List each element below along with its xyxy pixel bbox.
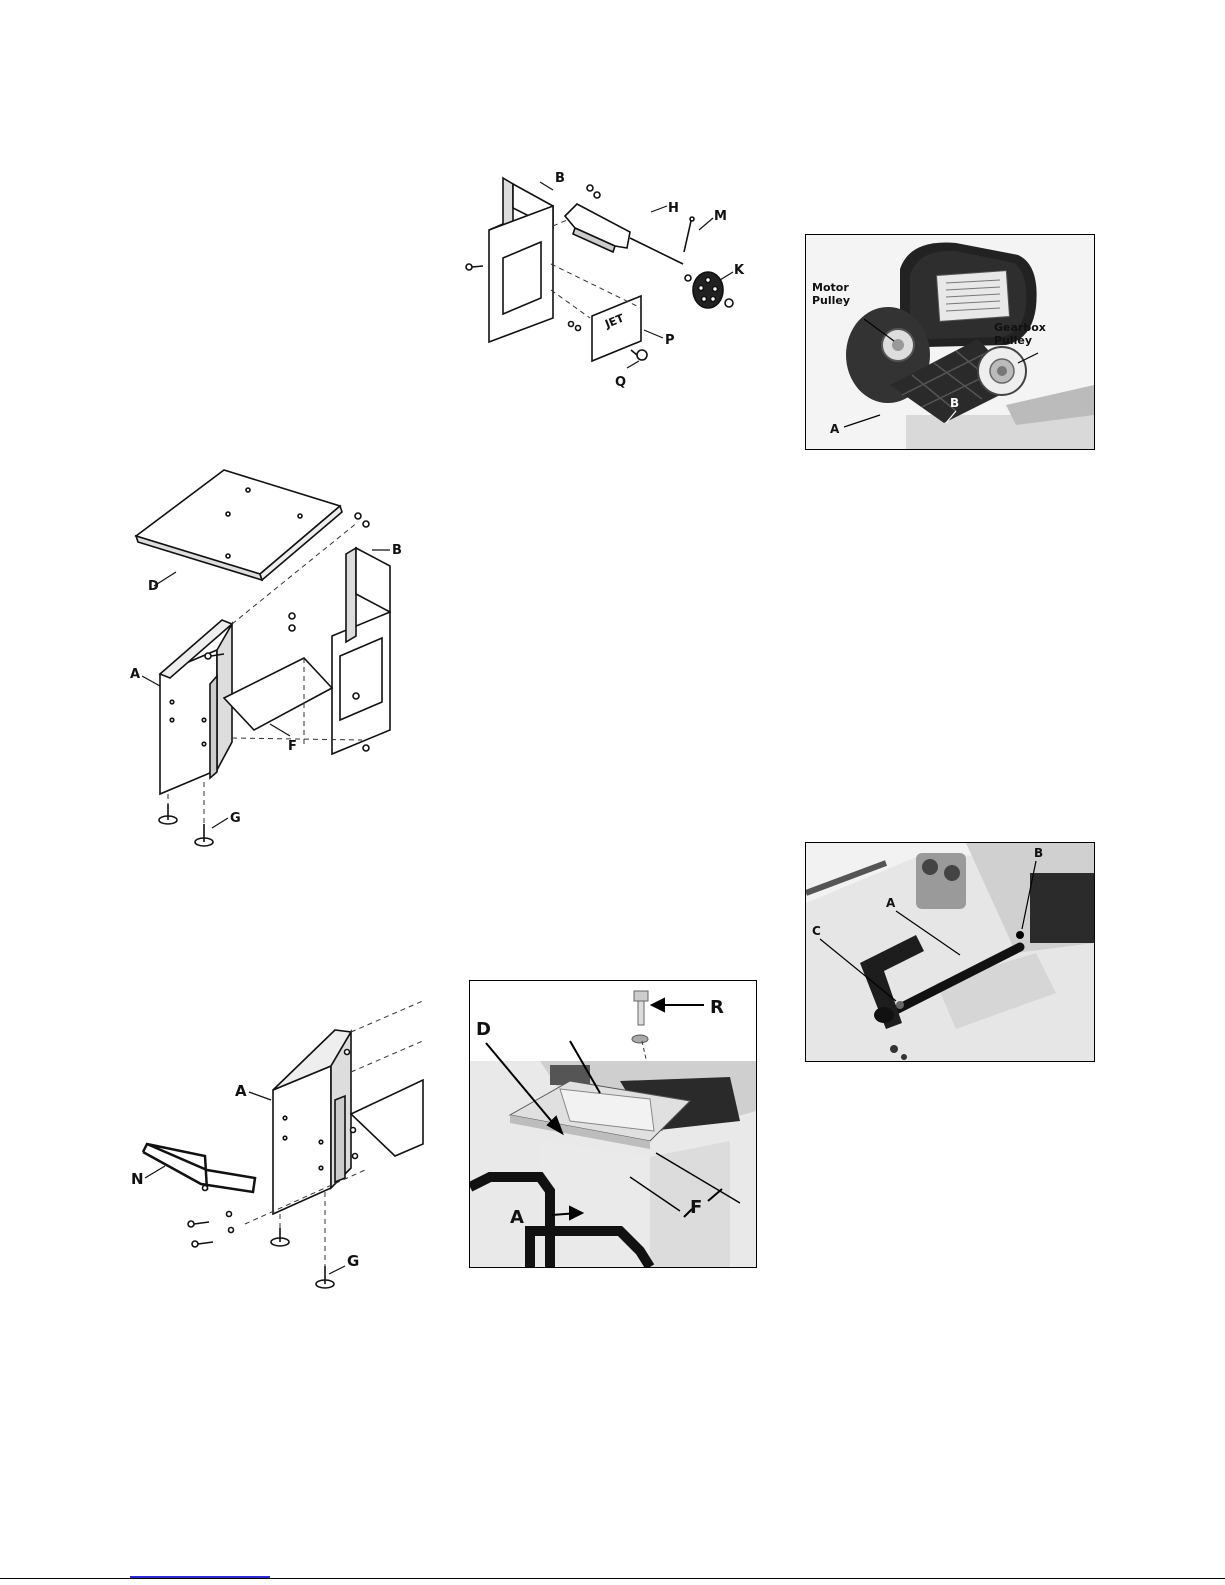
shaft-photo-svg: A B C xyxy=(806,843,1094,1061)
end-panel-svg: B H M K P Q JET xyxy=(455,168,755,403)
label-h: H xyxy=(668,201,679,216)
table-photo-svg: R D A F xyxy=(470,981,756,1267)
label-b: B xyxy=(555,171,565,186)
label-r: R xyxy=(710,997,724,1018)
label-f: F xyxy=(288,739,297,754)
stand-exploded-diagram: D B A F G xyxy=(120,466,420,861)
footer-link-underline[interactable] xyxy=(130,1576,270,1578)
table-photo: R D A F xyxy=(469,980,757,1268)
handle-exploded-diagram: A N G xyxy=(125,992,435,1312)
label-a: A xyxy=(830,422,840,436)
label-a: A xyxy=(235,1082,247,1100)
label-m: M xyxy=(714,209,727,224)
handle-svg: A N G xyxy=(125,992,435,1312)
label-d: D xyxy=(476,1019,491,1040)
end-panel-exploded-diagram: B H M K P Q JET xyxy=(455,168,755,403)
label-a: A xyxy=(510,1207,524,1228)
label-b: B xyxy=(392,543,402,558)
label-f: F xyxy=(690,1197,702,1218)
label-d: D xyxy=(148,579,159,594)
label-a: A xyxy=(886,896,896,910)
label-n: N xyxy=(131,1170,144,1188)
footer-rule xyxy=(0,1578,1225,1579)
label-p: P xyxy=(665,333,675,348)
label-c: C xyxy=(812,924,821,938)
label-b: B xyxy=(1034,846,1043,860)
stand-svg: D B A F G xyxy=(120,466,420,861)
label-g: G xyxy=(230,811,241,826)
label-g: G xyxy=(347,1252,359,1270)
label-k: K xyxy=(734,263,745,278)
label-a: A xyxy=(130,667,140,682)
shaft-photo: A B C xyxy=(805,842,1095,1062)
label-q: Q xyxy=(615,375,626,390)
label-b: B xyxy=(950,396,959,410)
